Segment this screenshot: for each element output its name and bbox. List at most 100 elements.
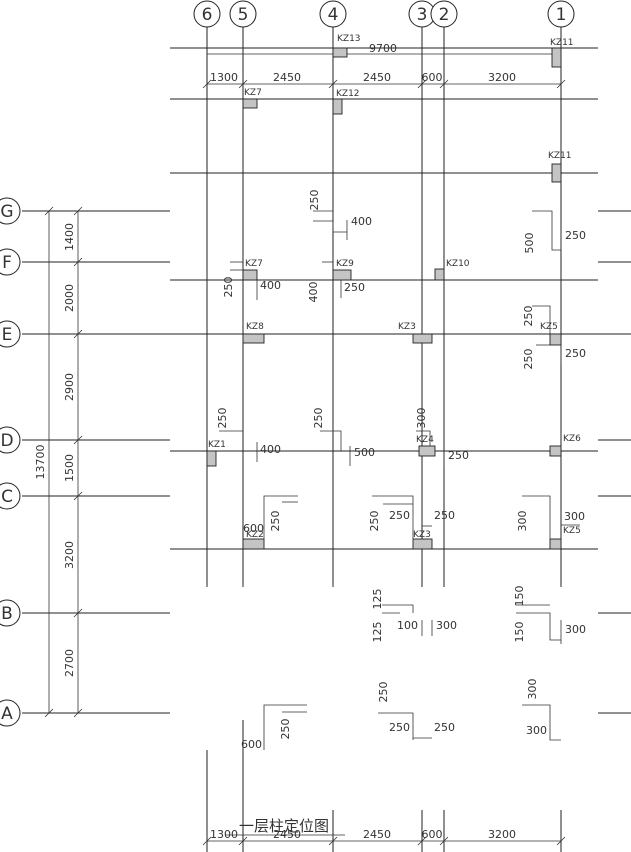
offset-250-n: 250	[434, 509, 455, 522]
offset-250-g: 250	[565, 347, 586, 360]
dim-left-5: 3200	[63, 541, 76, 569]
column-kz6	[549, 445, 562, 457]
dim-bottom-5: 3200	[488, 828, 516, 841]
dim-left-3: 2900	[63, 373, 76, 401]
offset-500-b: 500	[354, 446, 375, 459]
offset-250-c: 250	[222, 277, 235, 298]
column-kz4	[418, 445, 436, 457]
offset-250-f: 250	[522, 349, 535, 370]
offset-250-r: 250	[377, 682, 390, 703]
offset-150-b: 150	[513, 622, 526, 643]
dim-top-total: 9700	[369, 42, 397, 55]
column-label-kz3-e: KZ3	[398, 322, 416, 332]
axis-label-A: A	[1, 704, 13, 724]
offset-300-a: 300	[415, 408, 428, 429]
offset-dimensions: 250 400 500 250 250 400 400 250 250 250 …	[216, 190, 586, 752]
offset-250-a: 250	[308, 190, 321, 211]
column-label-kz10: KZ10	[446, 259, 470, 269]
column-label-kz4: KZ4	[416, 435, 434, 445]
offset-150-a: 150	[513, 586, 526, 607]
dim-top-2: 2450	[273, 71, 301, 84]
offset-300-f: 300	[526, 679, 539, 700]
dim-top-4: 600	[422, 71, 443, 84]
column-kz3-c	[412, 538, 433, 550]
bottom-dimension-chain: 1300 2450 2450 600 3200 一层柱定位图	[202, 817, 566, 846]
offset-125-b: 125	[371, 622, 384, 643]
left-dimension-chain: 13700 1400 2000 2900 1500 3200 2700	[34, 206, 83, 718]
column-kz5-c	[549, 538, 562, 550]
offset-400-b: 400	[260, 279, 281, 292]
axis-label-E: E	[2, 325, 13, 345]
column-label-kz11-top: KZ11	[550, 38, 574, 48]
axis-label-F: F	[2, 253, 12, 273]
axis-label-G: G	[0, 202, 13, 222]
offset-400-a: 400	[351, 215, 372, 228]
dim-left-4: 1500	[63, 454, 76, 482]
column-kz10	[434, 268, 445, 281]
column-label-kz13: KZ13	[337, 34, 361, 44]
offset-300-c: 300	[564, 510, 585, 523]
drawing-title: 一层柱定位图	[239, 817, 329, 835]
column-kz8	[242, 333, 265, 344]
axis-label-3: 3	[417, 5, 428, 25]
offset-250-l: 250	[368, 511, 381, 532]
column-label-kz2: KZ2	[246, 530, 264, 540]
axis-label-4: 4	[328, 5, 339, 25]
column-label-kz9: KZ9	[336, 259, 354, 269]
offset-400-c: 400	[307, 282, 320, 303]
axis-bubbles-top: 6 5 4 3 2 1	[193, 0, 575, 28]
columns: KZ13 KZ11 KZ7 KZ12 KZ11 KZ7 KZ9 KZ10 KZ8…	[206, 34, 581, 550]
column-label-kz6: KZ6	[563, 434, 581, 444]
dim-left-1: 1400	[63, 223, 76, 251]
axis-label-6: 6	[202, 5, 213, 25]
grid-lines-vertical	[206, 25, 562, 852]
offset-250-q: 250	[279, 719, 292, 740]
axis-label-C: C	[1, 487, 13, 507]
column-kz13	[332, 47, 348, 58]
offset-250-s: 250	[389, 721, 410, 734]
column-label-kz7-f: KZ7	[245, 259, 263, 269]
column-kz11-top	[551, 47, 562, 68]
column-label-kz8: KZ8	[246, 322, 264, 332]
offset-300-d: 300	[436, 619, 457, 632]
offset-600-a: 600	[243, 522, 264, 535]
grid-lines-horizontal	[22, 47, 631, 714]
offset-100: 100	[397, 619, 418, 632]
offset-250-j: 250	[448, 449, 469, 462]
column-kz3-e	[412, 333, 433, 344]
offset-250-d: 250	[344, 281, 365, 294]
offset-300-g: 300	[526, 724, 547, 737]
offset-250-h: 250	[216, 408, 229, 429]
axis-label-2: 2	[439, 5, 450, 25]
column-label-kz12: KZ12	[336, 89, 360, 99]
column-label-kz3-c: KZ3	[413, 530, 431, 540]
column-label-kz5-c: KZ5	[563, 526, 581, 536]
column-kz12	[332, 98, 343, 115]
column-kz7-f	[242, 269, 258, 281]
offset-600-b: 600	[241, 738, 262, 751]
column-label-kz5-e: KZ5	[540, 322, 558, 332]
dim-left-2: 2000	[63, 284, 76, 312]
dim-top-3: 2450	[363, 71, 391, 84]
column-kz7-top	[242, 98, 258, 109]
column-kz5-e	[549, 333, 562, 346]
axis-label-B: B	[1, 604, 13, 624]
column-kz9	[332, 269, 352, 281]
offset-500-a: 500	[523, 233, 536, 254]
axis-label-1: 1	[556, 5, 567, 25]
offset-250-t: 250	[434, 721, 455, 734]
axis-label-5: 5	[238, 5, 249, 25]
offset-250-k: 250	[269, 511, 282, 532]
axis-bubbles-left: G F E D C B A	[0, 197, 21, 727]
column-kz1	[206, 450, 217, 467]
axis-label-D: D	[0, 431, 13, 451]
dim-top-1: 1300	[210, 71, 238, 84]
offset-250-m: 250	[389, 509, 410, 522]
offset-300-e: 300	[565, 623, 586, 636]
offset-400-d: 400	[260, 443, 281, 456]
column-kz11-mid	[551, 163, 562, 183]
offset-125-a: 125	[371, 589, 384, 610]
dim-bottom-2: 2450	[273, 828, 301, 841]
dim-left-6: 2700	[63, 649, 76, 677]
